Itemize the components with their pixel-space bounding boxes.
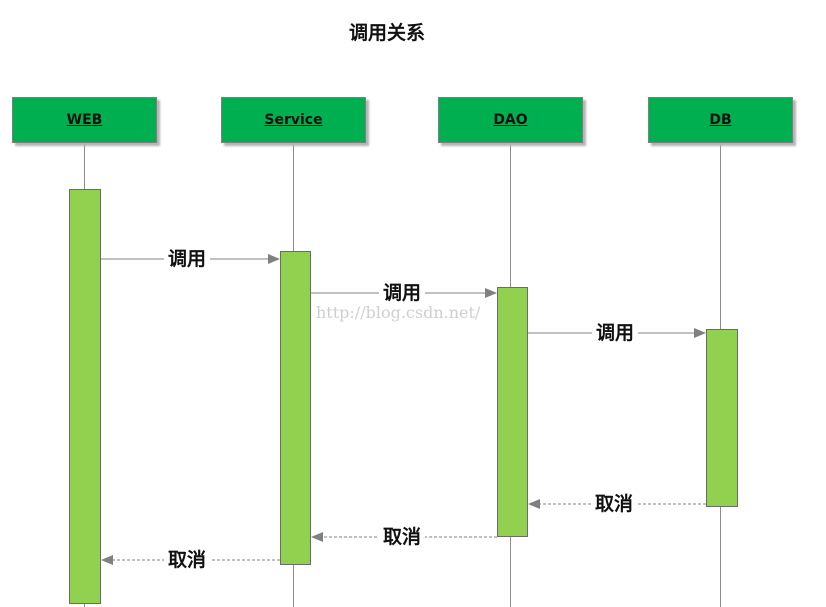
participant-service-label: Service xyxy=(264,112,323,128)
message-label-service-to-web: 取消 xyxy=(164,548,211,572)
activation-db xyxy=(706,329,738,507)
activation-service xyxy=(280,251,311,565)
participant-service: Service xyxy=(221,97,366,143)
participant-db: DB xyxy=(648,97,793,143)
participant-web-label: WEB xyxy=(66,112,103,128)
message-label-web-to-service: 调用 xyxy=(164,247,211,271)
message-label-service-to-dao: 调用 xyxy=(379,281,426,305)
participant-dao: DAO xyxy=(438,97,583,143)
activation-web xyxy=(69,189,101,604)
message-label-db-to-dao: 取消 xyxy=(591,492,638,516)
activation-dao xyxy=(497,287,528,537)
participant-web: WEB xyxy=(12,97,157,143)
watermark-text: http://blog.csdn.net/ xyxy=(316,303,481,322)
message-label-dao-to-service: 取消 xyxy=(379,525,426,549)
diagram-title: 调用关系 xyxy=(348,22,425,44)
participant-db-label: DB xyxy=(709,112,732,128)
message-label-dao-to-db: 调用 xyxy=(592,321,639,345)
participant-dao-label: DAO xyxy=(493,112,528,128)
